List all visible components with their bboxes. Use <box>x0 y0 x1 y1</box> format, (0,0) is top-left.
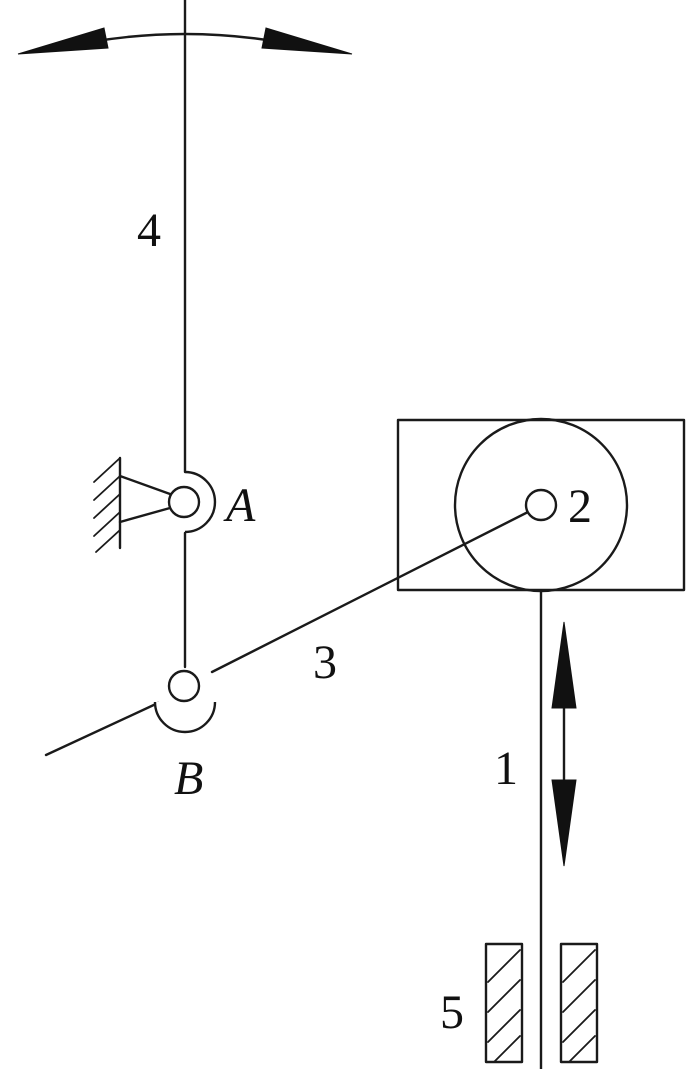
guide-link-5 <box>484 942 599 1064</box>
connecting-rod-link-3 <box>44 510 530 757</box>
swing-arrow-left-head <box>17 27 109 55</box>
guide-right-block <box>559 942 599 1064</box>
label-roller-2: 2 <box>568 480 592 533</box>
vertical-motion-arrow <box>551 621 577 867</box>
joint-b <box>153 669 217 734</box>
swing-arrow-right-head <box>261 27 353 55</box>
motion-arrow-up-head <box>551 621 577 709</box>
label-connecting-rod-3: 3 <box>313 636 337 689</box>
pivot-a-support <box>93 456 172 553</box>
label-guide-5: 5 <box>440 986 464 1039</box>
pivot-a-joint <box>167 470 217 534</box>
swing-arrow <box>17 27 353 55</box>
label-rod-1: 1 <box>494 742 518 795</box>
motion-arrow-down-head <box>551 779 577 867</box>
label-joint-b: B <box>174 752 203 805</box>
guide-left-block <box>484 942 524 1064</box>
roller-link-2 <box>453 417 629 593</box>
label-pivot-a: A <box>223 479 256 532</box>
label-rocker-4: 4 <box>137 204 161 257</box>
roller-centre-pin <box>524 488 558 522</box>
